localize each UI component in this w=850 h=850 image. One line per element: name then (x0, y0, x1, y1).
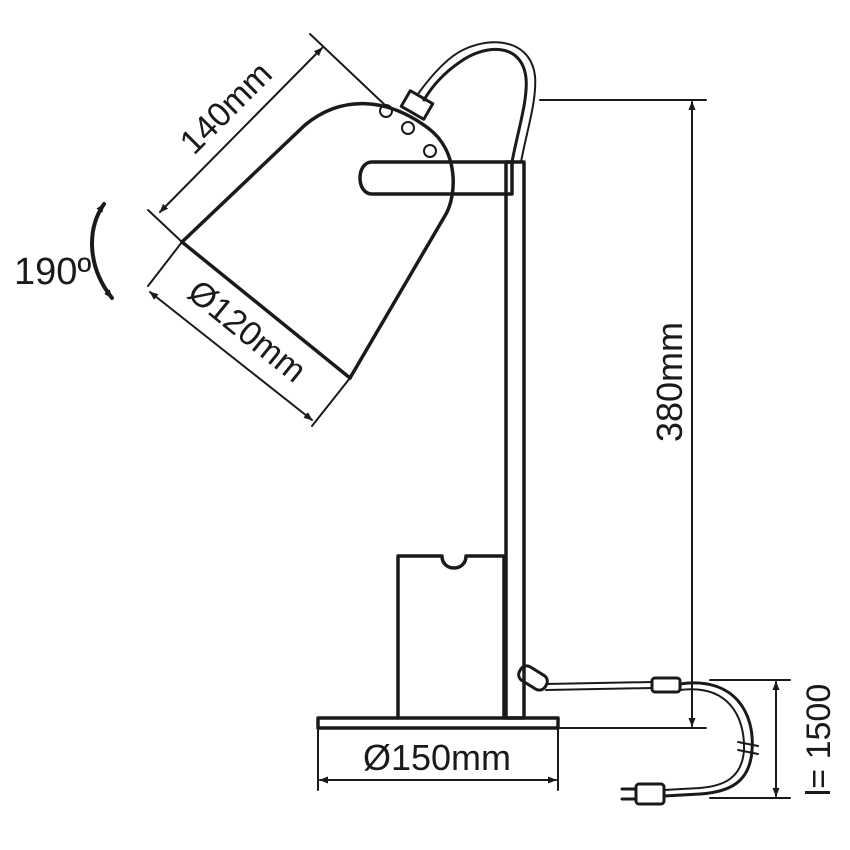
lamp-base (316, 716, 560, 730)
dimension-shade-diameter: Ø120mm (147, 241, 351, 427)
cable-loop (662, 681, 754, 798)
lamp-shade (180, 101, 455, 380)
lamp-drawing (180, 41, 759, 806)
height-label: 380mm (649, 322, 690, 442)
dimension-cable: l= 1500 (709, 679, 838, 799)
power-cable (545, 681, 653, 685)
cable-break (737, 749, 759, 755)
arm-holder (358, 160, 514, 196)
dimension-height: 380mm (539, 99, 707, 729)
dimension-line (149, 291, 313, 421)
power-cable-2 (545, 687, 653, 691)
dimension-base: Ø150mm (317, 727, 559, 791)
plug-body (634, 782, 666, 806)
base-diameter-label: Ø150mm (363, 737, 511, 778)
shade-hole (423, 144, 437, 158)
extension-line (311, 377, 351, 427)
inline-switch (650, 676, 682, 694)
extension-line (309, 33, 387, 107)
rotation-label: 190º (14, 251, 91, 293)
extension-line (147, 209, 183, 243)
dimension-rotation: 190º (14, 202, 114, 300)
gooseneck (422, 47, 528, 164)
gooseneck-inner (417, 41, 537, 163)
cable-length-label: l= 1500 (800, 684, 838, 797)
cable-break (737, 741, 759, 747)
dimension-line (159, 47, 323, 213)
dimension-shade-length: 140mm (147, 33, 387, 243)
shade-hole (401, 121, 415, 135)
cable-loop-inner (663, 688, 746, 791)
cable-grommet (517, 664, 549, 692)
lamp-block (396, 554, 506, 720)
rotation-arrow (90, 202, 114, 300)
extension-line (147, 241, 183, 287)
lamp-pole (504, 160, 526, 720)
shade-joint (399, 89, 435, 121)
